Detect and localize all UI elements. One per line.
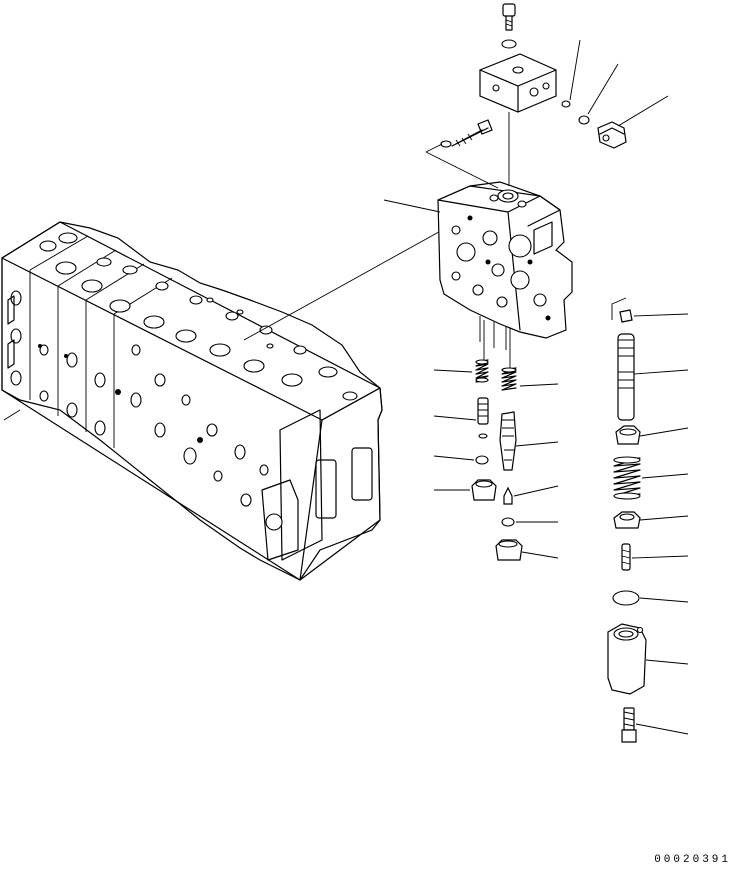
o-ring-small-2 <box>578 115 590 125</box>
plug-fitting <box>597 121 627 149</box>
o-ring-middle <box>501 517 515 527</box>
spring-right <box>613 456 641 500</box>
top-bolt <box>502 3 516 31</box>
top-ports <box>39 232 358 401</box>
plug-middle <box>495 539 523 561</box>
leader-section-label <box>383 199 441 213</box>
long-bolt <box>440 119 493 148</box>
main-valve-assembly <box>1 221 383 581</box>
o-ring-small-1 <box>561 100 571 108</box>
spring-left <box>475 359 489 383</box>
cover-cap-right <box>607 623 647 695</box>
leader-right-column <box>611 297 627 320</box>
seat-right <box>615 425 641 445</box>
left-end-details <box>3 295 21 421</box>
top-washer <box>501 39 517 49</box>
o-ring-left <box>475 455 489 465</box>
cap-nut-right <box>619 309 633 323</box>
cover-block <box>479 53 557 113</box>
bolt-bottom-right <box>621 707 637 743</box>
drawing-number: 00020391 <box>654 854 731 866</box>
front-ports <box>10 290 269 507</box>
o-ring-right <box>612 590 640 606</box>
spring-middle <box>501 367 517 391</box>
pin-right <box>621 543 631 571</box>
plug-left <box>471 479 497 501</box>
leader-block-to-section <box>243 227 447 341</box>
spool-right <box>617 333 635 421</box>
section-valve-body <box>437 181 573 350</box>
poppet-left <box>477 397 489 439</box>
retainer-right <box>613 511 641 529</box>
spool-middle <box>499 411 517 471</box>
valve-tip-middle <box>503 486 513 505</box>
